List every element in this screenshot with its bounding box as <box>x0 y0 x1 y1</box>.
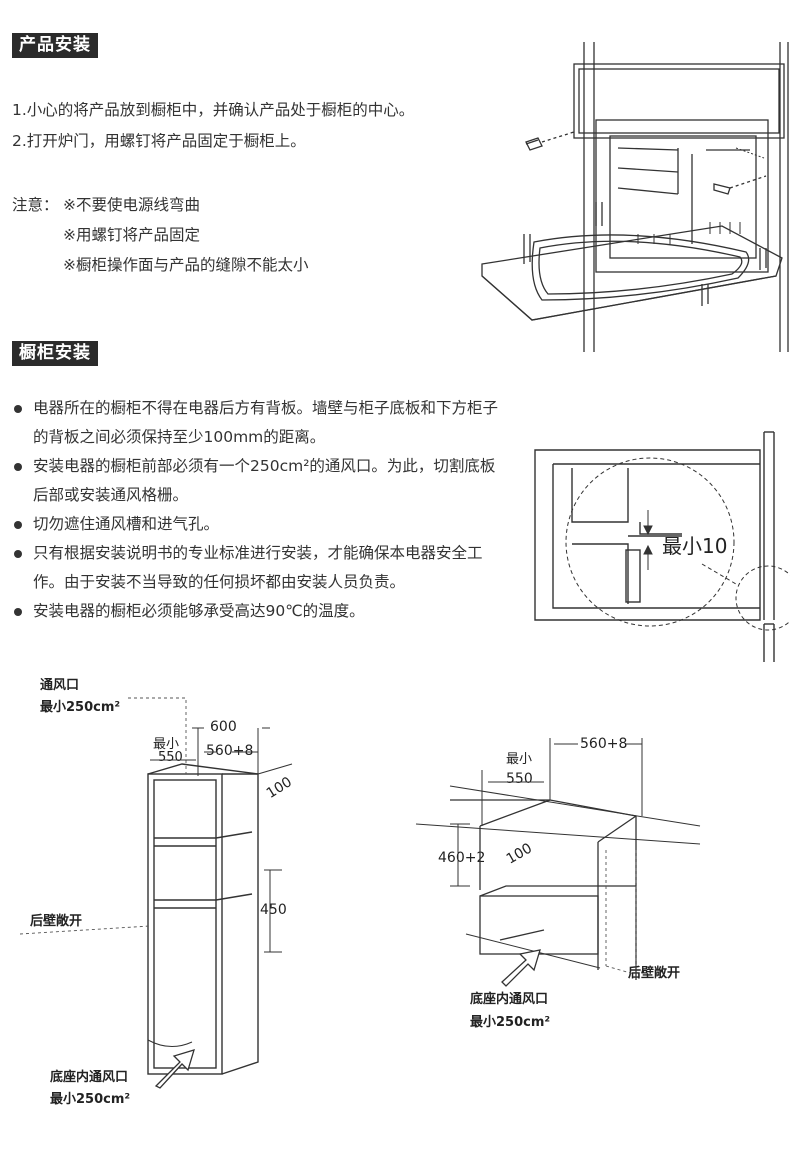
note-item: ※用螺钉将产品固定 <box>63 226 200 244</box>
note-label: 注意： <box>12 196 59 214</box>
vent-bottom-label: 底座内通风口 <box>50 1070 129 1085</box>
list-item: 切勿遮住通风槽和进气孔。 <box>14 510 504 539</box>
section-title-cabinet-install: 橱柜安装 <box>12 341 98 366</box>
uc-dim-460: 460+2 <box>438 850 486 866</box>
list-item: 电器所在的橱柜不得在电器后方有背板。墙壁与柜子底板和下方柜子的背板之间必须保持至… <box>14 394 504 452</box>
tall-cabinet-diagram <box>19 697 293 1089</box>
gap-min-label: 最小10 <box>662 534 728 558</box>
vent-top-area: 最小250cm² <box>40 700 121 715</box>
oven-install-illustration <box>481 42 789 352</box>
min-label: 最小 <box>153 737 180 752</box>
dim-600: 600 <box>210 719 237 735</box>
note-item: ※橱柜操作面与产品的缝隙不能太小 <box>63 256 309 274</box>
uc-min-label: 最小 <box>506 752 533 767</box>
uc-rear-open-label: 后壁敞开 <box>628 966 681 981</box>
install-step-1: 1.小心的将产品放到橱柜中，并确认产品处于橱柜的中心。 <box>12 101 415 119</box>
uc-dim-550: 550 <box>506 771 533 787</box>
dim-450: 450 <box>260 902 287 918</box>
dim-550: 550 <box>158 750 183 765</box>
rear-open-label: 后壁敞开 <box>30 914 83 929</box>
section-title-product-install: 产品安装 <box>12 33 98 58</box>
dim-560: 560+8 <box>206 743 254 759</box>
note-item: ※不要使电源线弯曲 <box>63 196 200 214</box>
uc-vent-bottom-area: 最小250cm² <box>470 1015 551 1030</box>
list-item: 安装电器的橱柜必须能够承受高达90℃的温度。 <box>14 597 504 626</box>
list-item: 安装电器的橱柜前部必须有一个250cm²的通风口。为此，切割底板后部或安装通风格… <box>14 452 504 510</box>
vent-top-label: 通风口 <box>40 678 80 693</box>
cabinet-requirements-list: 电器所在的橱柜不得在电器后方有背板。墙壁与柜子底板和下方柜子的背板之间必须保持至… <box>14 394 504 626</box>
list-item: 只有根据安装说明书的专业标准进行安装，才能确保本电器安全工作。由于安装不当导致的… <box>14 539 504 597</box>
gap-detail-illustration <box>534 431 790 662</box>
uc-vent-bottom-label: 底座内通风口 <box>470 992 549 1007</box>
uc-dim-560: 560+8 <box>580 736 628 752</box>
install-step-2: 2.打开炉门，用螺钉将产品固定于橱柜上。 <box>12 132 306 150</box>
vent-bottom-area: 最小250cm² <box>50 1092 131 1107</box>
under-counter-diagram <box>415 738 701 987</box>
